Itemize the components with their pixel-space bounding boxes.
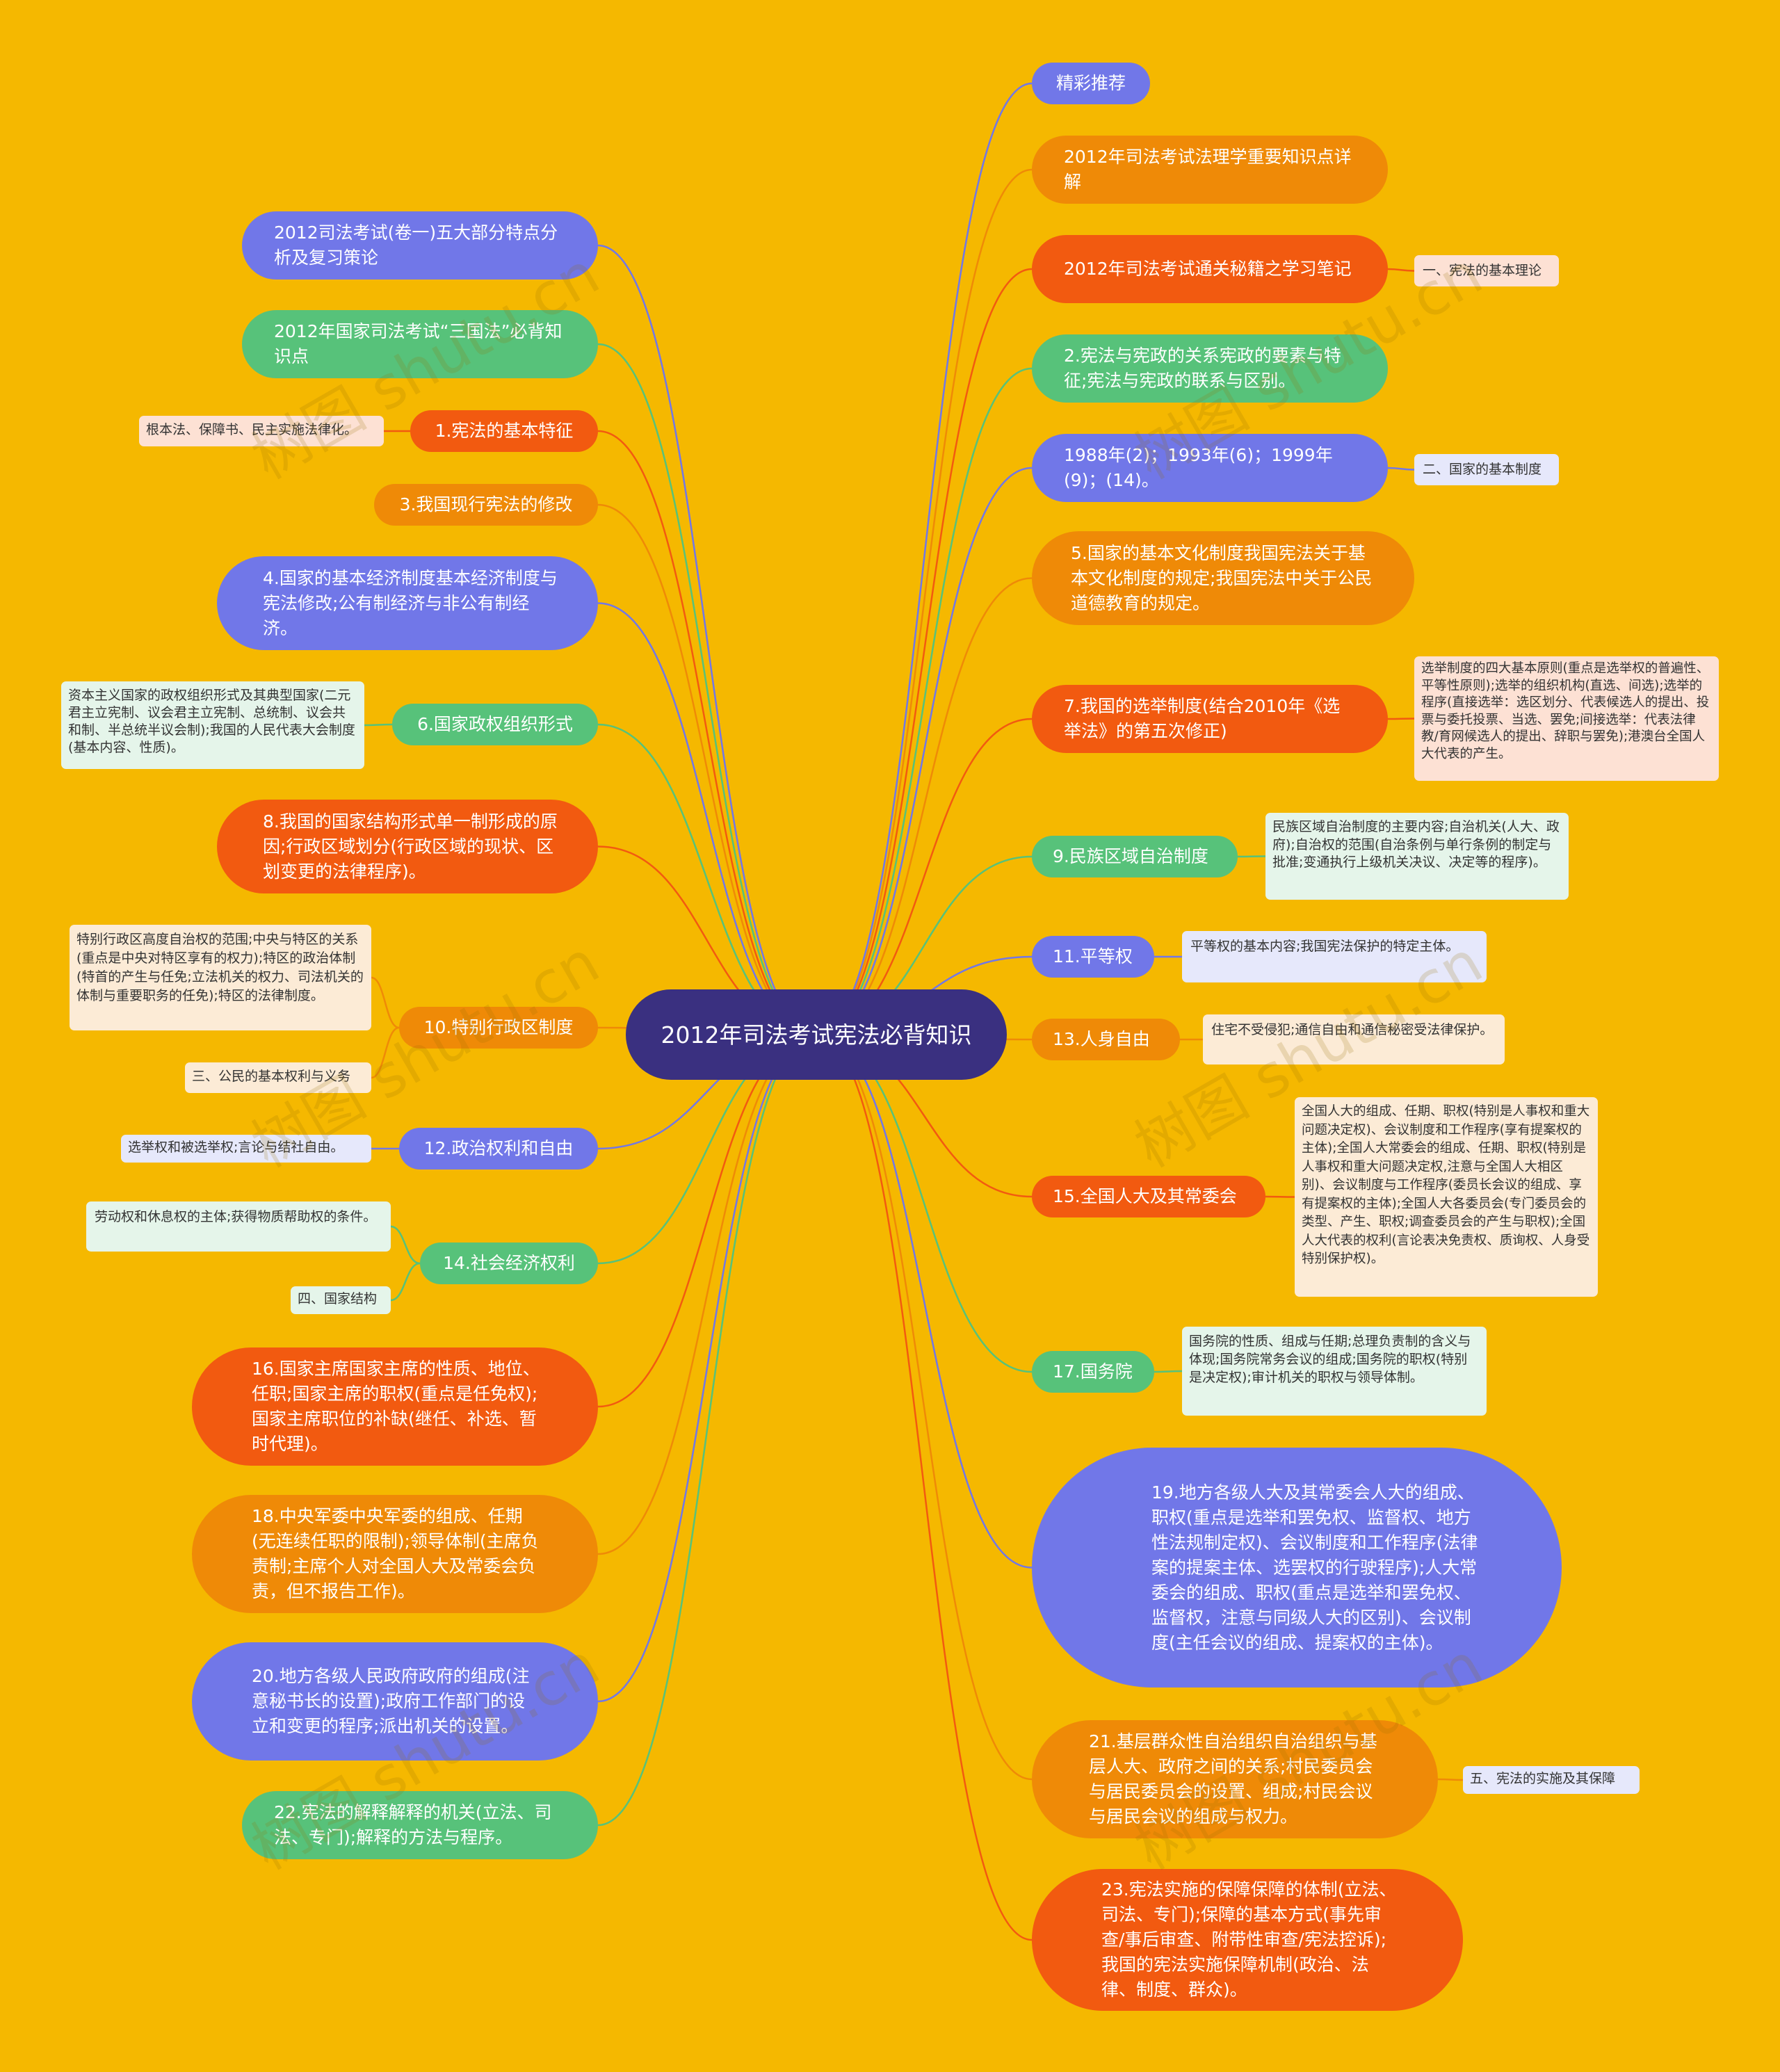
leaf-l2: 根本法、保障书、民主实施法律化。 [139,416,384,446]
branch-l11[interactable]: 18.中央军委中央军委的组成、任期(无连续任职的限制);领导体制(主席负责制;主… [192,1495,598,1613]
connector-line [816,1033,1033,1941]
branch-r6[interactable]: 7.我国的选举制度(结合2010年《选举法》的第五次修正) [1032,685,1388,753]
connector-line [816,718,1033,1036]
branch-r11[interactable]: 17.国务院 [1032,1351,1154,1393]
leaf-l8: 选举权和被选举权;言论与结社自由。 [121,1135,371,1163]
connector-line [597,343,817,1036]
connector-line [597,503,817,1036]
connector-line [816,168,1033,1036]
leaf-r10: 全国人大的组成、任期、职权(特别是人事权和重大问题决定权)、会议制度和工作程序(… [1295,1097,1598,1297]
leaf-r6: 选举制度的四大基本原则(重点是选举权的普遍性、平等性原则);选举的组织机构(直选… [1414,656,1719,781]
leaf-connector-line [371,1026,400,1079]
connector-line [597,602,817,1036]
branch-r3[interactable]: 2.宪法与宪政的关系宪政的要素与特征;宪法与宪政的联系与区别。 [1032,334,1388,403]
branch-l3[interactable]: 3.我国现行宪法的修改 [374,484,598,526]
branch-l12[interactable]: 20.地方各级人民政府政府的组成(注意秘书长的设置);政府工作部门的设立和变更的… [192,1642,598,1761]
leaf-connector-line [1437,1778,1464,1781]
branch-r10[interactable]: 15.全国人大及其常委会 [1032,1176,1265,1217]
leaf-l9a: 劳动权和休息权的主体;获得物质帮助权的条件。 [86,1201,391,1252]
branch-l2[interactable]: 1.宪法的基本特征 [410,410,598,452]
branch-l5[interactable]: 6.国家政权组织形式 [392,704,598,745]
leaf-r4: 二、国家的基本制度 [1414,454,1559,485]
connector-line [816,1033,1033,1781]
connector-line [816,367,1033,1036]
branch-r14[interactable]: 23.宪法实施的保障保障的体制(立法、司法、专门);保障的基本方式(事先审查/事… [1032,1869,1463,2011]
branch-r13[interactable]: 21.基层群众性自治组织自治组织与基层人大、政府之间的关系;村民委员会与居民委员… [1032,1720,1438,1838]
branch-r8[interactable]: 11.平等权 [1032,936,1154,978]
connector-line [597,244,817,1036]
leaf-connector-line [1387,718,1415,720]
leaf-r2: 一、宪法的基本理论 [1414,255,1559,286]
leaf-r11: 国务院的性质、组成与任期;总理负责制的含义与体现;国务院常务会议的组成;国务院的… [1182,1327,1487,1416]
leaf-r8: 平等权的基本内容;我国宪法保护的特定主体。 [1182,931,1487,982]
branch-l0[interactable]: 2012司法考试(卷一)五大部分特点分析及复习策论 [242,211,598,280]
branch-l10[interactable]: 16.国家主席国家主席的性质、地位、任职;国家主席的职权(重点是任免权);国家主… [192,1347,598,1466]
leaf-connector-line [1387,268,1415,272]
leaf-l5: 资本主义国家的政权组织形式及其典型国家(二元君主立宪制、议会君主立宪制、总统制、… [61,681,364,769]
leaf-connector-line [1154,1370,1183,1373]
leaf-l7b: 三、公民的基本权利与义务 [185,1062,371,1093]
branch-l6[interactable]: 8.我国的国家结构形式单一制形成的原因;行政区域划分(行政区域的现状、区划变更的… [217,800,598,893]
branch-r12[interactable]: 19.地方各级人大及其常委会人大的组成、职权(重点是选举和罢免权、监督权、地方性… [1032,1448,1562,1687]
branch-l8[interactable]: 12.政治权利和自由 [399,1128,598,1169]
leaf-l7a: 特别行政区高度自治权的范围;中央与特区的关系(重点是中央对特区享有的权力);特区… [70,925,371,1030]
branch-r9[interactable]: 13.人身自由 [1032,1019,1180,1060]
leaf-connector-line [1387,467,1415,471]
leaf-r7: 民族区域自治制度的主要内容;自治机关(人大、政府);自治权的范围(自治条例与单行… [1265,813,1569,900]
leaf-connector-line [371,976,400,1029]
branch-r1[interactable]: 2012年司法考试法理学重要知识点详解 [1032,136,1388,204]
branch-r4[interactable]: 1988年(2)；1993年(6)；1999年(9)；(14)。 [1032,434,1388,502]
leaf-connector-line [390,1262,421,1302]
leaf-r9: 住宅不受侵犯;通信自由和通信秘密受法律保护。 [1203,1014,1505,1065]
branch-r2[interactable]: 2012年司法考试通关秘籍之学习笔记 [1032,235,1388,303]
branch-l9[interactable]: 14.社会经济权利 [420,1243,598,1284]
branch-l4[interactable]: 4.国家的基本经济制度基本经济制度与宪法修改;公有制经济与非公有制经济。 [217,556,598,650]
connector-line [597,430,817,1036]
connector-line [816,1033,1033,1373]
connector-line [597,1033,817,1703]
branch-l7[interactable]: 10.特别行政区制度 [399,1007,598,1049]
connector-line [597,1033,817,1555]
connector-line [816,82,1033,1036]
leaf-r13: 五、宪法的实施及其保障 [1463,1766,1640,1794]
leaf-l9b: 四、国家结构 [291,1286,391,1314]
leaf-connector-line [390,1225,421,1265]
connector-line [597,1033,817,1827]
root-topic[interactable]: 2012年司法考试宪法必背知识 [626,989,1007,1080]
branch-r5[interactable]: 5.国家的基本文化制度我国宪法关于基本文化制度的规定;我国宪法中关于公民道德教育… [1032,531,1414,625]
connector-line [816,268,1033,1036]
branch-r7[interactable]: 9.民族区域自治制度 [1032,836,1238,877]
branch-l1[interactable]: 2012年国家司法考试“三国法”必背知识点 [242,310,598,378]
branch-l13[interactable]: 22.宪法的解释解释的机关(立法、司法、专门);解释的方法与程序。 [242,1791,598,1859]
branch-r0[interactable]: 精彩推荐 [1032,63,1150,104]
